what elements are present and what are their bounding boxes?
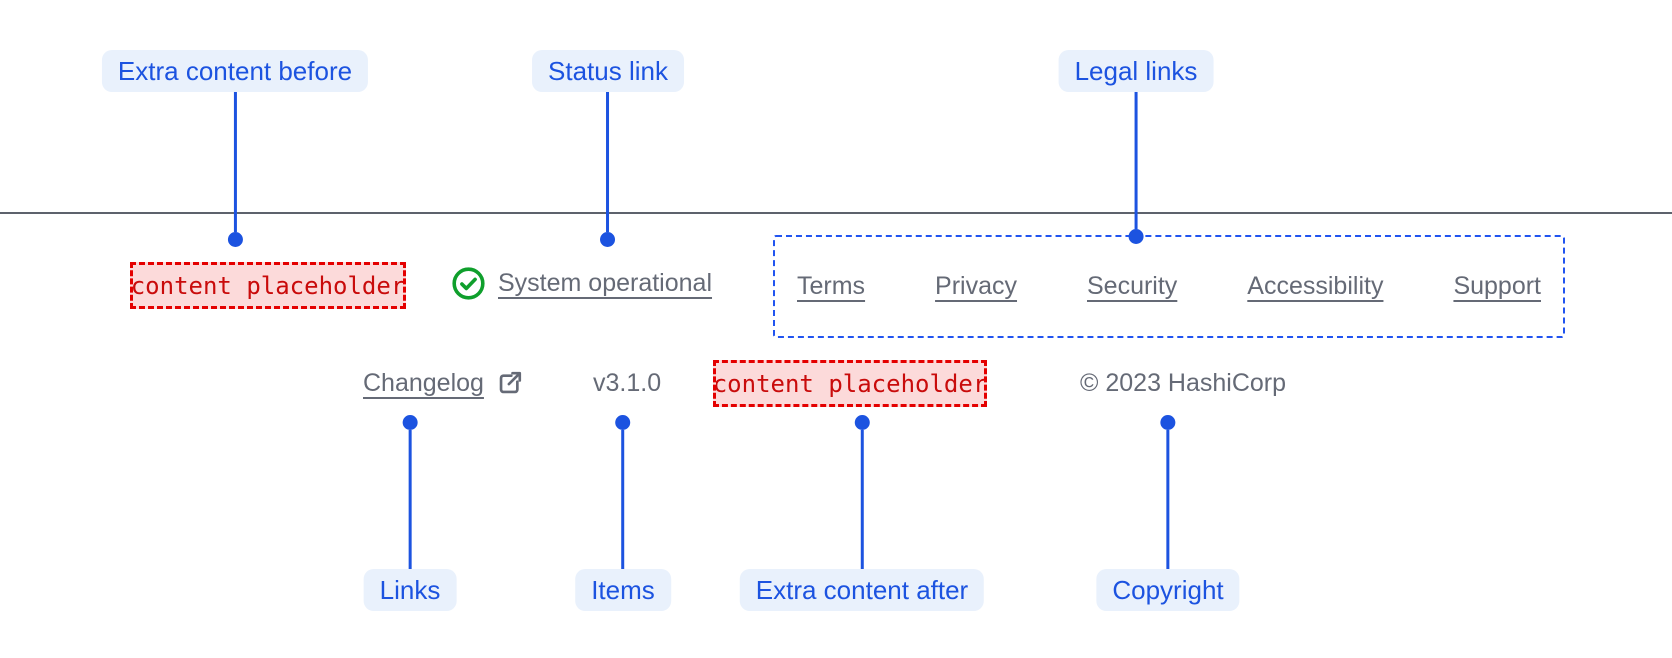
legal-link-terms[interactable]: Terms [797,272,866,300]
annotation-label: Legal links [1058,50,1214,92]
annotation-label: Status link [532,50,684,92]
version-text: v3.1.0 [593,369,662,397]
callout-copyright: Copyright [1096,415,1240,611]
annotation-dot [600,232,616,247]
annotation-line [860,430,864,569]
external-link-icon [495,369,524,398]
callout-extra-content-after: Extra content after [739,415,985,611]
annotation-label: Copyright [1096,569,1240,611]
status-link-label[interactable]: System operational [498,268,713,297]
check-circle-icon [452,266,485,300]
annotation-label: Links [363,569,457,611]
annotation-line [233,92,237,232]
annotation-line [1134,92,1138,229]
annotation-label: Extra content after [739,569,985,611]
callout-links: Links [363,415,457,611]
annotation-line [1166,430,1170,569]
extra-content-before-slot: content placeholder [130,262,406,309]
annotation-line [621,430,625,569]
callout-legal-links: Legal links [1058,50,1214,244]
legal-link-privacy[interactable]: Privacy [935,272,1018,300]
legal-link-support[interactable]: Support [1453,272,1541,300]
page-divider-line [0,212,1672,214]
annotation-line [408,430,412,569]
annotation-label: Items [575,569,671,611]
legal-link-security[interactable]: Security [1087,272,1178,300]
extra-content-after-slot: content placeholder [713,360,987,407]
legal-links-group: Terms Privacy Security Accessibility Sup… [773,235,1565,338]
changelog-link-label[interactable]: Changelog [363,368,484,397]
annotation-dot [854,415,870,430]
annotation-label: Extra content before [101,50,369,92]
annotation-line [606,92,610,232]
callout-items: Items [575,415,671,611]
changelog-link[interactable]: Changelog [363,366,524,400]
annotation-dot [1160,415,1176,430]
copyright-text: © 2023 HashiCorp [1080,369,1287,397]
callout-extra-content-before: Extra content before [101,50,369,247]
annotation-dot [615,415,631,430]
callout-status-link: Status link [532,50,684,247]
annotation-dot [227,232,243,247]
legal-link-accessibility[interactable]: Accessibility [1247,272,1384,300]
status-link[interactable]: System operational [452,263,712,303]
annotation-dot [402,415,418,430]
annotation-dot [1128,229,1144,244]
